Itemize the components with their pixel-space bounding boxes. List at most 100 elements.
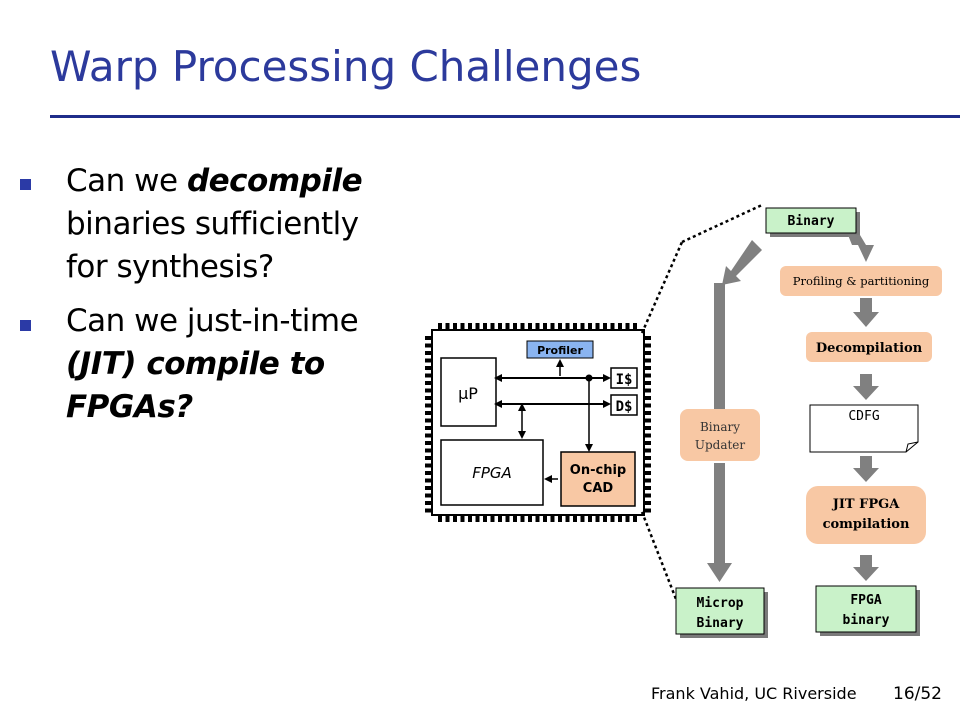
chip-pin [425, 433, 432, 438]
chip-pin [483, 323, 487, 330]
dcache-block [610, 394, 638, 416]
chip-pin [644, 456, 651, 460]
onchip-cad-label-2: CAD [583, 481, 614, 496]
chip-pin [425, 471, 432, 475]
fpga-label: FPGA [472, 464, 512, 482]
chip-pin [425, 463, 432, 468]
chip-pin [543, 515, 547, 522]
footer-author: Frank Vahid, UC Riverside [651, 684, 857, 703]
chip-pin [535, 515, 540, 522]
chip-pin [425, 388, 432, 393]
profiler-label: Profiler [537, 344, 583, 357]
title-divider [50, 115, 960, 118]
chip-pin [644, 441, 651, 445]
chip-pin [425, 486, 432, 490]
binary-box [765, 207, 857, 234]
chip-pin [644, 448, 651, 453]
chip-pins [425, 323, 651, 522]
chip-pin [644, 426, 651, 430]
binary-label: Binary [788, 214, 835, 229]
cdfg-document [809, 404, 919, 453]
chip-pin [644, 351, 651, 355]
chip-pin [468, 515, 472, 522]
chip-pin [520, 515, 525, 522]
microprocessor-block [440, 357, 497, 427]
arrow-binary-to-updater [722, 240, 762, 285]
chip-pin [513, 323, 517, 330]
chip-pin [438, 515, 442, 522]
chip-pin [425, 358, 432, 363]
chip-pin [445, 515, 450, 522]
chip-pin [644, 366, 651, 370]
decompilation-box [806, 332, 932, 362]
chip-pin [425, 403, 432, 408]
chip-pin [644, 508, 651, 513]
chip-pin [425, 441, 432, 445]
chip-pin [425, 426, 432, 430]
chip-pin [475, 515, 480, 522]
chip-pin [625, 323, 630, 330]
chip-pin [425, 373, 432, 378]
chip-pin [610, 515, 615, 522]
arrow-shaft-to-updater [714, 283, 725, 409]
chip-pin [644, 373, 651, 378]
chip-pin [644, 403, 651, 408]
chip-pin [528, 323, 532, 330]
profiling-label: Profiling & partitioning [793, 274, 930, 288]
chip-pin [425, 381, 432, 385]
chip-pin [565, 323, 570, 330]
chip-pin [505, 515, 510, 522]
bullet-marker-2 [20, 320, 31, 331]
chip-pin [618, 323, 622, 330]
fpga-binary-label-1: FPGA [850, 593, 881, 608]
chip-pin [565, 515, 570, 522]
chip-pin [595, 323, 600, 330]
chip-pin [603, 323, 607, 330]
microprocessor-label: µP [458, 384, 478, 403]
arrow-jit-to-fpga-binary [853, 555, 879, 581]
chip-pin [490, 323, 495, 330]
chip-pin [644, 501, 651, 505]
chip-pin [644, 478, 651, 483]
chip-pin [475, 323, 480, 330]
chip-pin [550, 515, 555, 522]
onchip-cad-label-1: On-chip [570, 463, 626, 478]
chip-pin [644, 411, 651, 415]
microp-binary-box [675, 587, 765, 635]
chip-pin [595, 515, 600, 522]
chip-pin [644, 388, 651, 393]
page-title: Warp Processing Challenges [50, 42, 642, 91]
footer-page-number: 16/52 [893, 684, 942, 704]
bullet-1-text: Can we decompile binaries sufficiently f… [66, 163, 363, 285]
fpga-block [440, 439, 544, 506]
zoom-line-top-b [681, 203, 763, 244]
chip-pin [644, 486, 651, 490]
chip-pin [558, 323, 562, 330]
chip-pin [498, 323, 502, 330]
chip-pin [644, 418, 651, 423]
microp-binary-label-2: Binary [697, 616, 744, 631]
chip-pin [498, 515, 502, 522]
bullet-marker-1 [20, 179, 31, 190]
chip-pin [520, 323, 525, 330]
fpga-binary-label-2: binary [843, 613, 890, 628]
onchip-cad-block [560, 451, 636, 507]
chip-pin [490, 515, 495, 522]
chip-pin [633, 323, 637, 330]
chip-pin [625, 515, 630, 522]
chip-pin [644, 358, 651, 363]
arrow-profiling-to-decompilation [853, 298, 879, 327]
chip-pin [644, 433, 651, 438]
chip-pin [580, 323, 585, 330]
jit-label-1: JIT FPGA [832, 497, 901, 512]
bus-junction-dot [585, 374, 593, 382]
zoom-line-top-a [640, 241, 684, 334]
chip-pin [603, 515, 607, 522]
chip-pin [580, 515, 585, 522]
chip-pin [610, 323, 615, 330]
bullet-2-text: Can we just-in-time (JIT) compile to FPG… [66, 303, 359, 425]
chip-pin [425, 343, 432, 348]
binary-updater-label-2: Updater [695, 438, 746, 452]
icache-block [610, 367, 638, 389]
